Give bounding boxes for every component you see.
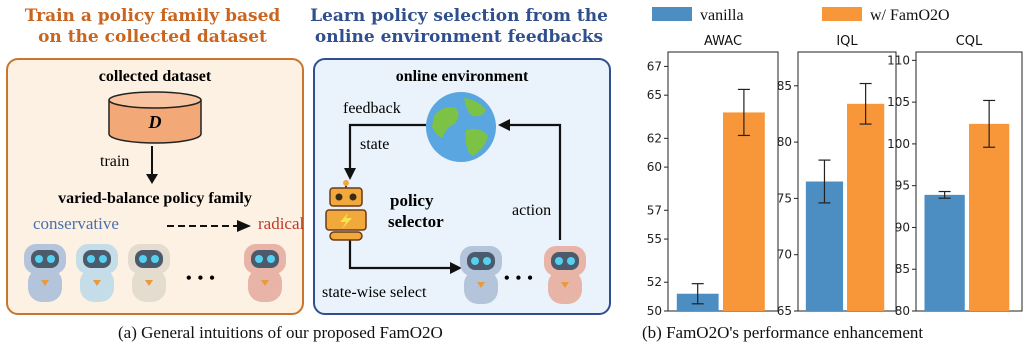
y-tick-label: 52 — [647, 275, 662, 289]
y-tick-label: 75 — [777, 191, 792, 205]
globe-icon — [426, 92, 496, 162]
dashed-arrow — [167, 220, 251, 232]
robot-icon — [460, 246, 502, 304]
y-tick-label: 67 — [647, 59, 662, 73]
policy-family-robots — [24, 244, 286, 302]
y-tick-label: 62 — [647, 131, 662, 145]
dataset-symbol: D — [148, 112, 162, 132]
y-tick-label: 100 — [887, 137, 910, 151]
legend-swatch — [652, 7, 692, 21]
legend-label: vanilla — [700, 7, 744, 24]
action-label: action — [512, 202, 552, 219]
left-panel-header: Train a policy family based on the colle… — [0, 6, 305, 48]
y-tick-label: 85 — [777, 79, 792, 93]
robot-icon — [128, 244, 170, 302]
state-wise-select-label: state-wise select — [322, 284, 427, 301]
subplot-title: CQL — [956, 34, 983, 49]
subplot-title: AWAC — [704, 34, 742, 49]
y-tick-label: 105 — [887, 95, 910, 109]
right-header-line1: Learn policy selection from the — [310, 6, 608, 26]
radical-label: radical — [258, 214, 305, 233]
policy-selector-label: policy selector — [388, 190, 444, 232]
caption-a: (a) General intuitions of our proposed F… — [118, 323, 443, 342]
robot-icon — [544, 246, 586, 304]
legend-label: w/ FamO2O — [870, 7, 950, 24]
online-environment-label: online environment — [395, 68, 529, 85]
right-header-line2: online environment feedbacks — [314, 27, 604, 47]
policy-word: policy — [390, 191, 434, 210]
legend-swatch — [822, 7, 862, 21]
conservative-label: conservative — [33, 214, 119, 233]
caption-b: (b) FamO2O's performance enhancement — [642, 323, 924, 342]
y-tick-label: 90 — [895, 220, 910, 234]
performance-chart: vanilla w/ FamO2O AWAC 50 52 55 57 60 62 65 67 IQL 6… — [647, 7, 1023, 318]
collected-dataset-label: collected dataset — [98, 68, 212, 85]
policy-family-label: varied-balance policy family — [58, 190, 252, 207]
bar-cql-vanilla — [924, 194, 965, 311]
y-tick-label: 65 — [647, 88, 662, 102]
train-label: train — [100, 153, 130, 170]
left-header-line1: Train a policy family based — [24, 6, 281, 26]
y-tick-label: 85 — [895, 262, 910, 276]
y-tick-label: 95 — [895, 179, 910, 193]
feedback-label: feedback — [343, 100, 401, 117]
feedback-loop-arrows — [344, 119, 562, 274]
subplot-title: IQL — [836, 34, 858, 49]
database-icon — [108, 91, 202, 144]
y-tick-label: 55 — [647, 232, 662, 246]
y-tick-label: 65 — [777, 304, 792, 318]
state-label: state — [360, 136, 390, 153]
family-ellipsis: • • • — [186, 270, 216, 287]
bar-cql-famo2o — [969, 123, 1010, 311]
train-arrow — [146, 146, 158, 184]
y-tick-label: 70 — [777, 248, 792, 262]
robot-icon — [76, 244, 118, 302]
y-tick-label: 57 — [647, 203, 662, 217]
bar-awac-famo2o — [723, 112, 765, 311]
y-tick-label: 80 — [777, 135, 792, 149]
y-tick-label: 50 — [647, 304, 662, 318]
bar-iql-famo2o — [847, 103, 885, 311]
y-tick-label: 60 — [647, 160, 662, 174]
y-tick-label: 110 — [887, 53, 910, 67]
right-panel-header: Learn policy selection from the online e… — [308, 6, 610, 48]
robot-icon — [244, 244, 286, 302]
y-tick-label: 80 — [895, 304, 910, 318]
robot-icon — [24, 244, 66, 302]
selector-word: selector — [388, 212, 444, 231]
policy-robot-icon — [325, 180, 367, 241]
selected-ellipsis: • • • — [504, 270, 534, 287]
left-header-line2: on the collected dataset — [38, 27, 267, 47]
